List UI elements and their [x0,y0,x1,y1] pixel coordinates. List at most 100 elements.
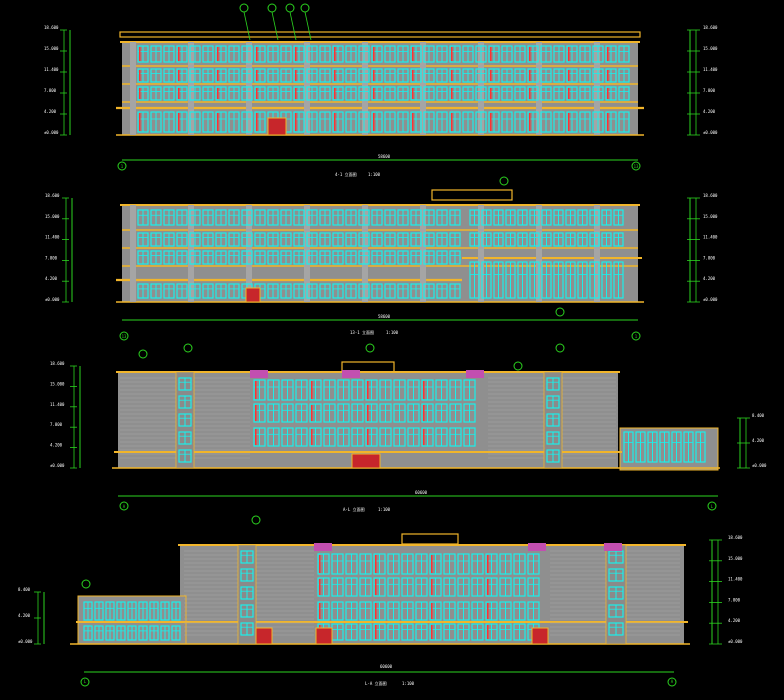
pilaster [420,205,426,302]
e4-left-level-label: 4.200 [18,613,31,618]
window-red-mark [311,429,313,445]
e2-right-level-label: 4.200 [703,276,716,281]
window-red-mark [178,113,180,131]
e2-axis-bubble-right [631,331,641,341]
e1-left-level-label: 11.400 [44,67,59,72]
window-red-mark [139,70,141,81]
main-entrance-door [351,453,381,469]
tower-cap [250,370,268,378]
pilaster [594,205,600,302]
window-red-mark [487,603,489,619]
window-red-mark [431,579,433,595]
e2-left-level-label: 11.400 [45,235,60,240]
pilaster [536,205,542,302]
window-red-mark [451,47,453,61]
e3-right-level-label: 8.400 [752,413,765,418]
e4-axis-bubble-right [667,677,677,687]
e2-left-level-label: 15.000 [45,214,60,219]
window-red-mark [451,113,453,131]
window-red-mark [217,88,219,99]
elevation-1: 18.60015.00011.4007.8004.200±0.00018.600… [44,3,718,171]
e3-right-level-label: 4.200 [752,438,765,443]
window-red-mark [334,88,336,99]
elevation-1-overall-dimension: 58600 [378,154,391,159]
e4-callout [251,515,261,525]
tower-cap [604,543,622,551]
e4-callout [81,579,91,589]
tower-cap [314,543,332,551]
window-red-mark [568,88,570,99]
e2-left-level-label: 18.600 [45,193,60,198]
elevation-4-scale: 1:100 [402,681,415,686]
window-red-mark [375,625,377,639]
window-red-mark [529,113,531,131]
e4-right-level-label: 18.600 [728,535,743,540]
window-red-mark [311,381,313,399]
e1-right-level-label: 7.800 [703,88,716,93]
e3-left-level-label: 7.800 [50,422,63,427]
window-red-mark [178,70,180,81]
window-red-mark [334,70,336,81]
window-red-mark [375,579,377,595]
e1-callout-leader [243,11,251,41]
window-red-mark [373,88,375,99]
window-red-mark [311,405,313,421]
e1-callout-leader [289,11,297,41]
window-red-mark [529,70,531,81]
window-red-mark [367,405,369,421]
e3-axis-bubble-right [707,501,717,511]
pilaster [362,205,368,302]
window-red-mark [319,579,321,595]
window-red-mark [255,405,257,421]
elevation-2-axis-right: 1 [635,334,638,339]
pilaster [246,42,252,135]
window-red-mark [568,113,570,131]
tower-cap [466,370,484,378]
pilaster [536,42,542,135]
window-red-mark [139,113,141,131]
window-red-mark [178,47,180,61]
e1-right-level-label: 15.000 [703,46,718,51]
window-red-mark [487,625,489,639]
elevation-2-overall-dimension: 58600 [378,314,391,319]
e3-axis-bubble-left [119,501,129,511]
window-red-mark [529,88,531,99]
e4-axis-bubble-left [80,677,90,687]
pilaster [188,205,194,302]
window-red-mark [373,113,375,131]
elevation-2-title: 13-1 立面图 [350,329,374,335]
window-red-mark [217,47,219,61]
window-red-mark [295,88,297,99]
main-entrance-door [267,117,287,136]
e3-callout [365,343,375,353]
e1-callout-leader [271,11,279,41]
window-red-mark [607,47,609,61]
elevation-3: 18.60015.00011.4007.8004.200±0.0008.4004… [50,343,767,511]
e4-right-level-label: 4.200 [728,618,741,623]
window-red-mark [139,47,141,61]
window-red-mark [490,113,492,131]
elevation-2-axis-left: 13 [122,334,127,339]
e2-right-level-label: 18.600 [703,193,718,198]
elevation-4-overall-dimension: 60600 [380,664,393,669]
e3-left-level-label: ±0.000 [50,463,65,468]
elevation-3-overall-dimension: 60600 [415,490,428,495]
window-red-mark [487,555,489,573]
e4-right-level-label: ±0.000 [728,639,743,644]
elevation-1-axis-right: 13 [634,164,639,169]
e1-callout-leader [304,11,312,41]
pilaster [594,42,600,135]
e1-right-level-label: 11.400 [703,67,718,72]
window-red-mark [529,47,531,61]
window-red-mark [334,113,336,131]
elevation-2: 18.60015.00011.4007.8004.200±0.00018.600… [45,176,718,341]
pilaster [130,42,136,135]
window-red-mark [256,47,258,61]
e4-right-level-label: 15.000 [728,556,743,561]
e2-left-level-label: 7.800 [45,255,58,260]
window-red-mark [607,113,609,131]
e1-left-level-label: ±0.000 [44,130,59,135]
side-door [315,627,333,645]
e2-callout [499,176,509,186]
window-red-mark [412,113,414,131]
